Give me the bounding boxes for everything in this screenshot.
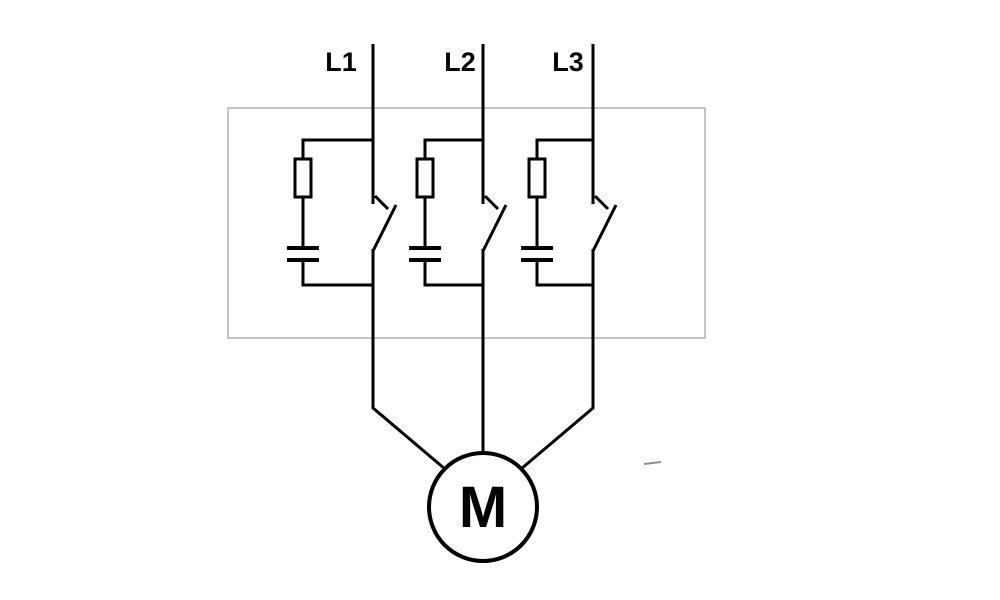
contact-fixed-tick <box>483 194 500 211</box>
contact-switch-blade <box>371 204 398 252</box>
phase-label-l1: L1 <box>325 47 357 77</box>
snubber-top-wire <box>301 138 373 159</box>
snubber-bottom-wire <box>535 260 593 287</box>
phase-l1-motor-wire <box>371 249 446 471</box>
stray-mark <box>643 461 662 465</box>
phase-l2-circuit: L2 <box>409 44 508 454</box>
snubber-bottom-wire <box>423 260 483 287</box>
snubber-bottom-wire <box>301 260 373 287</box>
resistor-symbol <box>293 157 313 199</box>
enclosure-box <box>227 107 706 339</box>
phase-l3-motor-wire <box>520 249 595 471</box>
contact-switch-blade <box>481 204 508 252</box>
phase-l3-circuit: L3 <box>520 44 618 471</box>
snubber-top-wire <box>423 138 483 159</box>
phase-l1-circuit: L1 <box>287 44 446 471</box>
snubber-top-wire <box>535 138 593 159</box>
resistor-symbol <box>527 157 547 199</box>
phase-label-l2: L2 <box>444 47 476 77</box>
motor-circle <box>427 451 539 563</box>
motor-symbol: M <box>427 451 539 563</box>
phase-label-l3: L3 <box>552 47 584 77</box>
motor-label: M <box>459 475 507 540</box>
contact-switch-blade <box>591 204 618 252</box>
contact-fixed-tick <box>373 194 390 211</box>
contact-fixed-tick <box>593 194 610 211</box>
resistor-symbol <box>415 157 435 199</box>
